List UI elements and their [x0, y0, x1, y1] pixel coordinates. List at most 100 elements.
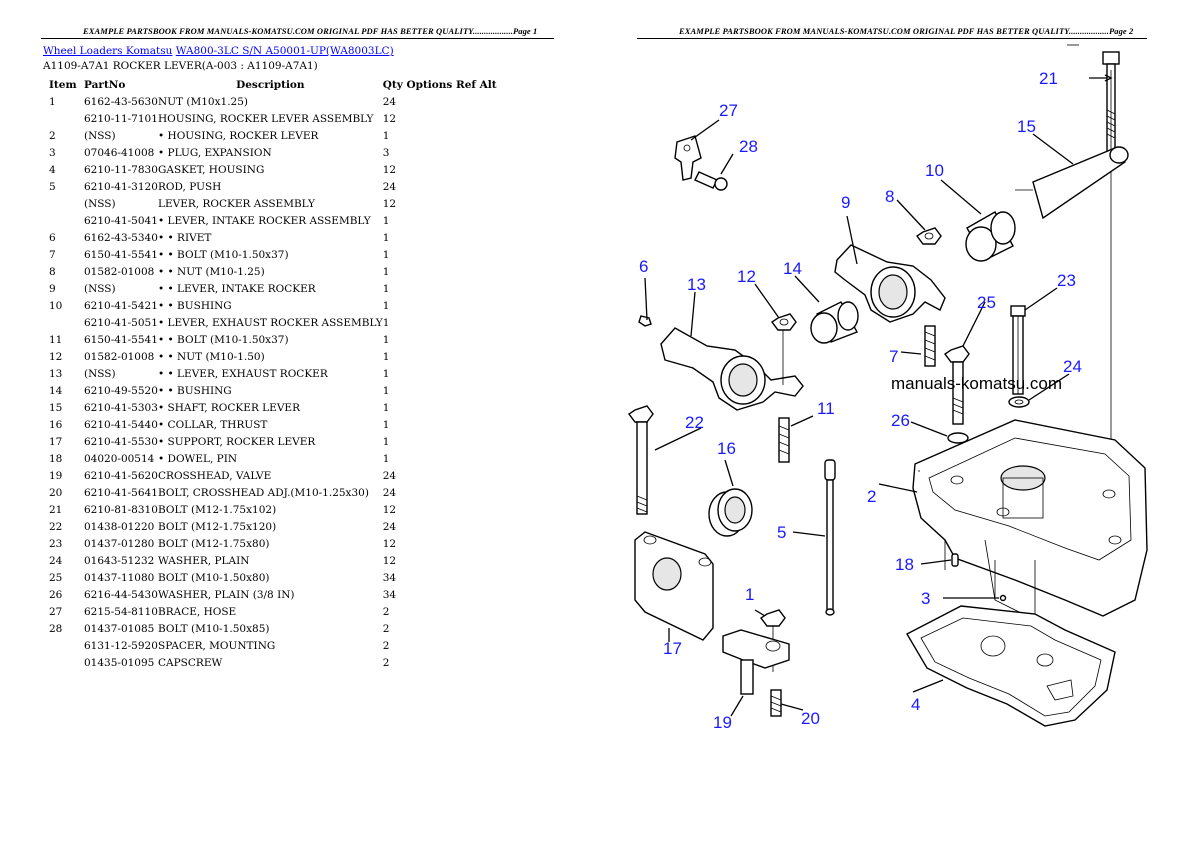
- cell-description: HOUSING, ROCKER LEVER ASSEMBLY: [158, 112, 374, 125]
- cell-item: 26: [49, 588, 63, 601]
- cell-partno: 6210-41-5641: [84, 486, 158, 499]
- cell-partno: 6210-41-5421: [84, 299, 158, 312]
- cell-description: BOLT (M12-1.75x120): [158, 520, 277, 533]
- callout-labels: 21 15 10 8 9 27 28 6 12 14 13 7 11 22 16…: [639, 69, 1082, 732]
- callout-18: 18: [895, 555, 914, 574]
- callout-13: 13: [687, 275, 706, 294]
- cell-qty: 2: [382, 656, 390, 669]
- cell-description: • • BUSHING: [158, 384, 232, 397]
- cell-qty: 1: [382, 129, 390, 142]
- cell-description: BOLT (M12-1.75x102): [158, 503, 277, 516]
- callout-3: 3: [921, 589, 930, 608]
- cell-description: • • RIVET: [158, 231, 212, 244]
- cell-partno: 6210-49-5520: [84, 384, 158, 397]
- cell-item: 12: [49, 350, 63, 363]
- cell-description: BOLT, CROSSHEAD ADJ.(M10-1.25x30): [158, 486, 369, 499]
- callout-1: 1: [745, 585, 754, 604]
- part-26-washer: [947, 432, 969, 444]
- header-divider: [637, 38, 1147, 39]
- cell-description: • HOUSING, ROCKER LEVER: [158, 129, 319, 142]
- cell-qty: 2: [382, 639, 390, 652]
- cell-partno: 6210-41-5440: [84, 418, 158, 431]
- cell-qty: 12: [382, 163, 397, 176]
- part-25-bolt: [943, 345, 970, 425]
- cell-partno: (NSS): [84, 282, 116, 295]
- part-14-bushing: [810, 301, 859, 344]
- cell-item: 25: [49, 571, 63, 584]
- cell-item: 23: [49, 537, 63, 550]
- part-15-shaft: [1015, 146, 1129, 220]
- page-header: EXAMPLE PARTSBOOK FROM MANUALS-KOMATSU.C…: [83, 26, 538, 36]
- part-24-washer: [1008, 396, 1030, 408]
- table-header-row: Item PartNo Description Qty Options Ref …: [43, 76, 497, 93]
- cell-item: [43, 212, 84, 229]
- cell-item: 17: [49, 435, 63, 448]
- cell-description: • • LEVER, EXHAUST ROCKER: [158, 367, 328, 380]
- cell-description: SPACER, MOUNTING: [158, 639, 276, 652]
- breadcrumb-link-wheel-loaders[interactable]: Wheel Loaders Komatsu: [43, 45, 173, 57]
- cell-item: 7: [49, 248, 56, 261]
- cell-partno: 01438-01220: [84, 520, 155, 533]
- cell-description: • • BUSHING: [158, 299, 232, 312]
- callout-4: 4: [911, 695, 920, 714]
- callout-28: 28: [739, 137, 758, 156]
- cell-partno: 6162-43-5340: [84, 231, 158, 244]
- cell-item: 19: [49, 469, 63, 482]
- cell-description: • LEVER, EXHAUST ROCKER ASSEMBLY: [158, 316, 383, 329]
- part-28-bolt: [694, 171, 728, 191]
- cell-qty: 3: [382, 146, 390, 159]
- part-23-bolt: [1010, 305, 1026, 395]
- cell-partno: 6210-41-5530: [84, 435, 158, 448]
- callout-8: 8: [885, 187, 894, 206]
- cell-qty: 12: [382, 554, 397, 567]
- cell-qty: 1: [382, 435, 390, 448]
- part-2-housing: [912, 419, 1148, 621]
- cell-partno: (NSS): [84, 197, 116, 210]
- callout-20: 20: [801, 709, 820, 728]
- cell-item: 10: [49, 299, 63, 312]
- cell-partno: 6210-41-5041: [84, 214, 158, 227]
- cell-item: [43, 195, 84, 212]
- cell-qty: 1: [382, 452, 390, 465]
- breadcrumb-link-model[interactable]: WA800-3LC S/N A50001-UP(WA8003LC): [175, 45, 394, 57]
- cell-partno: 6150-41-5541: [84, 248, 158, 261]
- cell-item: 14: [49, 384, 63, 397]
- cell-item: 4: [49, 163, 56, 176]
- cell-qty: 1: [382, 367, 390, 380]
- cell-item: [43, 637, 84, 654]
- cell-description: CAPSCREW: [158, 656, 223, 669]
- cell-qty: 1: [382, 248, 390, 261]
- cell-qty: 24: [382, 520, 397, 533]
- column-header-item: Item: [49, 78, 77, 91]
- cell-description: BOLT (M12-1.75x80): [158, 537, 270, 550]
- cell-partno: 6215-54-8110: [84, 605, 158, 618]
- cell-qty: 12: [382, 197, 397, 210]
- cell-qty: 12: [382, 112, 397, 125]
- part-5-push-rod: [824, 459, 836, 616]
- cell-description: • DOWEL, PIN: [158, 452, 238, 465]
- cell-partno: 6210-81-8310: [84, 503, 158, 516]
- callout-14: 14: [783, 259, 802, 278]
- cell-partno: 04020-00514: [84, 452, 155, 465]
- cell-item: 2: [49, 129, 56, 142]
- cell-item: 28: [49, 622, 63, 635]
- cell-description: • • NUT (M10-1.25): [158, 265, 265, 278]
- diagram-page: EXAMPLE PARTSBOOK FROM MANUALS-KOMATSU.C…: [595, 0, 1190, 842]
